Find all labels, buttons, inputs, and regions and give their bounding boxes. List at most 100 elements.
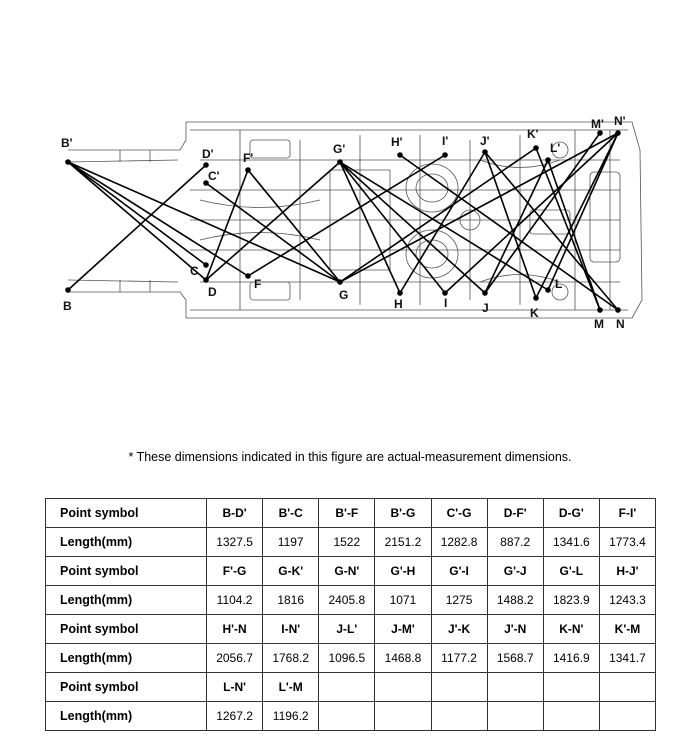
point-symbol-cell: G-K' (262, 556, 320, 586)
measurement-point-marker (442, 290, 448, 296)
point-symbol-cell (486, 672, 544, 702)
length-cell (318, 701, 376, 731)
point-symbol-cell: F'-G (205, 556, 264, 586)
point-symbol-cell: H'-N (205, 614, 264, 644)
measurement-point-marker (203, 262, 209, 268)
point-symbol-cell: G'-J (486, 556, 544, 586)
point-symbol-cell: K'-M (598, 614, 657, 644)
point-label: F (254, 277, 261, 291)
point-symbol-cell: G'-I (430, 556, 488, 586)
length-cell: 1243.3 (598, 585, 657, 615)
point-symbol-cell: J-M' (374, 614, 432, 644)
measurement-line (67, 164, 207, 291)
point-label: M (594, 317, 604, 331)
point-symbol-header: Point symbol (45, 672, 207, 702)
length-cell: 1197 (262, 527, 320, 557)
point-symbol-cell: G'-L (542, 556, 600, 586)
length-cell: 1196.2 (262, 701, 320, 731)
point-symbol-cell (318, 672, 376, 702)
measurement-line (67, 161, 207, 281)
point-symbol-cell: J'-N (486, 614, 544, 644)
measurement-point-marker (615, 130, 621, 136)
point-label: G (339, 288, 348, 302)
measurement-line (399, 154, 619, 311)
measurement-point-marker (203, 277, 209, 283)
length-cell: 1282.8 (430, 527, 488, 557)
length-header: Length(mm) (45, 701, 207, 731)
measurement-line (484, 132, 601, 294)
measurement-line (247, 154, 446, 277)
length-cell: 1522 (318, 527, 376, 557)
measurement-line (339, 132, 619, 283)
point-symbol-cell (598, 672, 657, 702)
length-cell (374, 701, 432, 731)
point-symbol-cell: F-I' (598, 498, 657, 528)
point-symbol-cell: G'-H (374, 556, 432, 586)
measurement-lines (67, 132, 619, 311)
point-symbol-cell (542, 672, 600, 702)
measurement-point-marker (597, 307, 603, 313)
point-label: B (63, 299, 72, 313)
point-label: L' (550, 141, 560, 155)
length-cell (430, 701, 488, 731)
measurement-point-marker (203, 162, 209, 168)
point-label: C (190, 264, 199, 278)
measurement-line (484, 159, 549, 294)
point-label: N' (614, 114, 626, 128)
point-label: B' (61, 136, 73, 150)
measurement-line (444, 132, 619, 294)
point-label: K (530, 306, 539, 320)
length-cell: 2151.2 (374, 527, 432, 557)
length-cell: 1768.2 (262, 643, 320, 673)
measurement-line (67, 161, 207, 266)
point-symbol-cell: C'-G (430, 498, 488, 528)
point-symbol-cell: D-G' (542, 498, 600, 528)
point-label: C' (208, 169, 220, 183)
point-symbol-header: Point symbol (45, 614, 207, 644)
measurement-line (339, 161, 486, 294)
point-label: I' (442, 134, 448, 148)
measurement-line (535, 147, 601, 311)
length-cell (542, 701, 600, 731)
measurement-point-marker (482, 290, 488, 296)
point-label: J' (480, 134, 490, 148)
length-cell: 1071 (374, 585, 432, 615)
point-symbol-cell: L-N' (205, 672, 264, 702)
length-header: Length(mm) (45, 643, 207, 673)
point-symbol-cell: L'-M (262, 672, 320, 702)
point-label: D (208, 285, 217, 299)
point-label: H' (391, 135, 403, 149)
measurement-point-marker (65, 287, 71, 293)
point-symbol-cell: B'-F (318, 498, 376, 528)
measurement-point-marker (597, 130, 603, 136)
measurement-line (339, 161, 446, 294)
point-label: N (616, 317, 625, 331)
length-header: Length(mm) (45, 585, 207, 615)
length-cell: 1104.2 (205, 585, 264, 615)
point-label: K' (527, 127, 539, 141)
length-cell: 1468.8 (374, 643, 432, 673)
length-cell: 1275 (430, 585, 488, 615)
measurement-point-marker (203, 180, 209, 186)
measurement-point-marker (615, 307, 621, 313)
point-label: F' (243, 151, 253, 165)
measurement-line (339, 147, 537, 283)
measurement-line (339, 161, 549, 291)
measurement-line (339, 161, 401, 294)
length-cell: 1177.2 (430, 643, 488, 673)
length-cell: 1816 (262, 585, 320, 615)
measurement-point-marker (397, 290, 403, 296)
measurement-line (547, 159, 601, 311)
point-symbol-header: Point symbol (45, 556, 207, 586)
point-symbol-cell: B'-G (374, 498, 432, 528)
point-symbol-cell: J-L' (318, 614, 376, 644)
measurement-point-marker (545, 157, 551, 163)
length-cell: 1341.7 (598, 643, 657, 673)
length-cell (598, 701, 657, 731)
